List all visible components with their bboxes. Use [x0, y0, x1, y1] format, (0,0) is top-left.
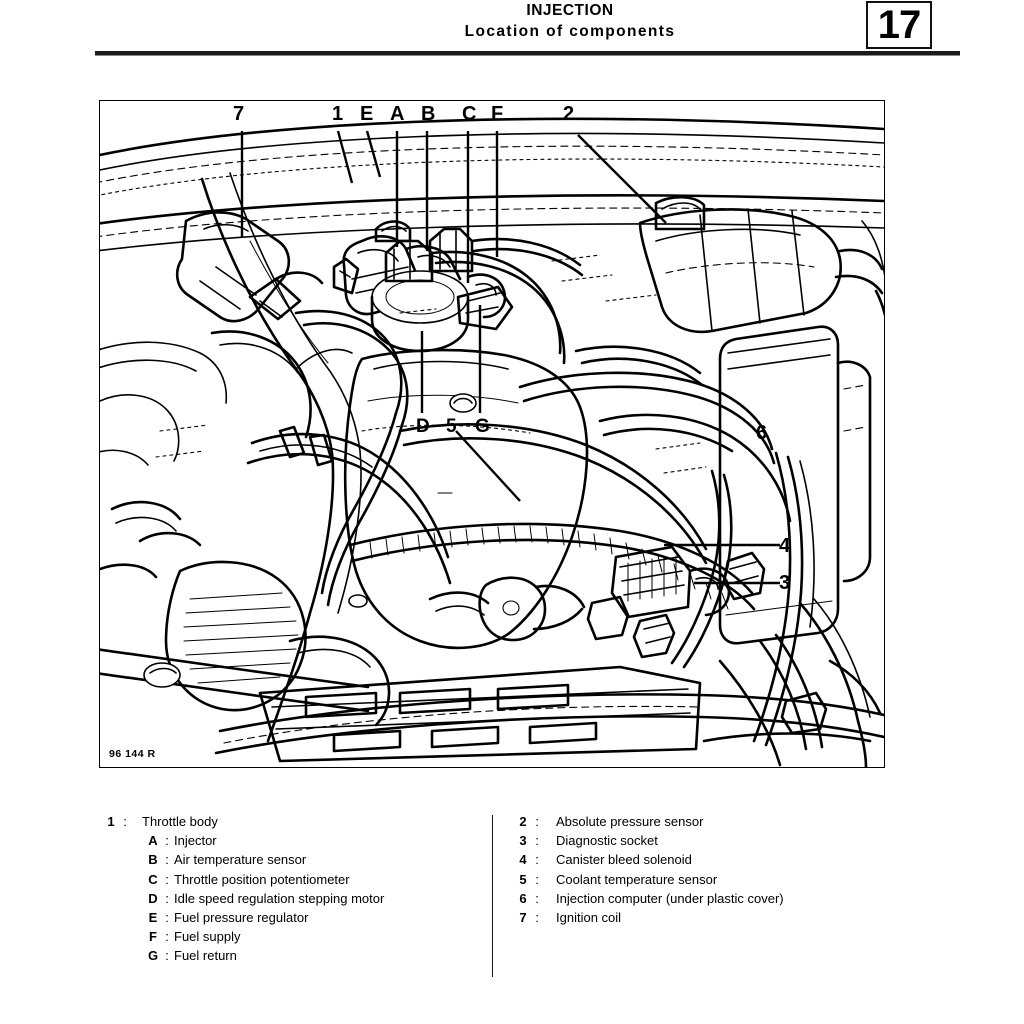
engine-bay-diagram: .ln { fill:none; stroke:#000; stroke-wid…	[99, 100, 885, 768]
legend-key: G	[147, 948, 159, 964]
legend-label: Canister bleed solenoid	[556, 852, 692, 868]
legend-label: Injector	[174, 833, 217, 849]
legend-colon: :	[535, 910, 539, 926]
legend-colon: :	[165, 890, 169, 906]
callout-label-E: E	[360, 103, 374, 125]
legend-colon: :	[123, 814, 127, 829]
shading-detail	[155, 254, 707, 474]
callout-label-B: B	[421, 103, 436, 125]
ht-ignition-leads	[210, 309, 409, 607]
legend-colon: :	[165, 910, 169, 926]
legend-label: Air temperature sensor	[174, 852, 307, 868]
legend-key: F	[149, 929, 157, 945]
main-coolant-hose	[246, 425, 452, 585]
page-title: INJECTION	[526, 2, 614, 19]
figure-reference-code: 96 144 R	[109, 748, 156, 760]
page-header: INJECTION Location of components 17	[0, 0, 1024, 60]
legend-item-2: 2 : Absolute pressure sensor	[516, 812, 936, 831]
legend-label: Throttle position potentiometer	[174, 871, 350, 887]
throttle-body-assembly	[332, 220, 584, 365]
diagnostic-socket-and-solenoid	[586, 545, 766, 659]
callout-label-5: 5	[446, 416, 457, 437]
legend-label: Coolant temperature sensor	[556, 871, 718, 887]
component-legend: 1 : Throttle body A : Injector B : Air t…	[0, 812, 1024, 992]
legend-colon: :	[165, 833, 169, 849]
legend-left-column: 1 : Throttle body A : Injector B : Air t…	[104, 812, 474, 966]
legend-colon: :	[165, 948, 169, 964]
callout-label-1: 1	[332, 103, 344, 125]
legend-key: A	[148, 833, 158, 849]
corrugated-hose-main	[348, 522, 756, 611]
page-number: 17	[877, 3, 921, 47]
legend-key: 4	[519, 852, 527, 868]
front-crossmember	[100, 648, 884, 763]
legend-colon: :	[535, 871, 539, 887]
wiring-harness-and-hoses	[348, 345, 815, 747]
legend-colon: :	[535, 814, 539, 829]
legend-key: 6	[519, 890, 527, 906]
bonnet-panel	[100, 117, 884, 252]
callout-leader-lines	[240, 130, 780, 585]
engine-ancillaries-left	[100, 500, 391, 727]
legend-colon: :	[165, 871, 169, 887]
legend-key: 1	[107, 814, 115, 829]
callout-label-7: 7	[233, 103, 245, 125]
callout-label-A: A	[390, 103, 405, 125]
legend-key: B	[148, 852, 158, 868]
injection-computer-cover	[718, 220, 884, 645]
callout-label-C: C	[462, 103, 477, 125]
legend-colon: :	[535, 833, 539, 849]
legend-right-column: 2 : Absolute pressure sensor 3 : Diagnos…	[516, 812, 936, 927]
legend-key: D	[148, 890, 158, 906]
legend-label: Idle speed regulation stepping motor	[174, 890, 385, 906]
page-number-box: 17	[866, 1, 932, 49]
legend-item-B: B : Air temperature sensor	[146, 850, 474, 869]
legend-item-4: 4 : Canister bleed solenoid	[516, 850, 936, 869]
legend-key: C	[148, 871, 158, 887]
lower-right-hoses	[702, 598, 882, 767]
legend-key: 7	[519, 910, 527, 926]
legend-item-C: C : Throttle position potentiometer	[146, 870, 474, 889]
legend-item-G: G : Fuel return	[146, 946, 474, 965]
legend-label: Diagnostic socket	[556, 833, 658, 849]
legend-label: Ignition coil	[556, 910, 622, 926]
legend-item-1: 1 : Throttle body	[104, 812, 474, 831]
legend-colon: :	[165, 852, 169, 868]
page-subtitle: Location of components	[464, 23, 676, 40]
legend-label: Injection computer (under plastic cover)	[556, 890, 784, 906]
legend-key: 3	[519, 833, 527, 849]
legend-item-F: F : Fuel supply	[146, 927, 474, 946]
legend-colon: :	[165, 929, 169, 945]
engine-bay-line-art: .ln { fill:none; stroke:#000; stroke-wid…	[100, 117, 884, 767]
legend-colon: :	[535, 890, 539, 906]
legend-key: 5	[519, 871, 527, 887]
legend-label: Absolute pressure sensor	[556, 814, 704, 829]
legend-key: 2	[519, 814, 527, 829]
legend-label: Fuel return	[174, 948, 237, 964]
legend-item-D: D : Idle speed regulation stepping motor	[146, 889, 474, 908]
legend-label: Fuel supply	[174, 929, 241, 945]
callout-label-4: 4	[779, 535, 791, 557]
header-divider-rule	[95, 51, 960, 56]
legend-key: E	[148, 910, 158, 926]
legend-label: Throttle body	[142, 814, 218, 829]
callout-label-3: 3	[779, 572, 791, 594]
legend-label: Fuel pressure regulator	[174, 910, 309, 926]
mounting-bracket	[428, 576, 586, 642]
legend-colon: :	[535, 852, 539, 868]
legend-item-3: 3 : Diagnostic socket	[516, 831, 936, 850]
callout-label-G: G	[475, 416, 490, 437]
legend-item-E: E : Fuel pressure regulator	[146, 908, 474, 927]
callout-label-D: D	[416, 416, 430, 437]
legend-item-5: 5 : Coolant temperature sensor	[516, 870, 936, 889]
callout-label-6: 6	[756, 422, 768, 444]
air-box-and-map-sensor	[638, 195, 884, 334]
header-title-block: INJECTION Location of components	[290, 2, 850, 42]
legend-item-7: 7 : Ignition coil	[516, 908, 936, 927]
legend-item-6: 6 : Injection computer (under plastic co…	[516, 889, 936, 908]
legend-column-divider	[492, 815, 493, 977]
callout-label-F: F	[491, 103, 504, 125]
legend-item-A: A : Injector	[146, 831, 474, 850]
callout-label-2: 2	[563, 103, 575, 125]
